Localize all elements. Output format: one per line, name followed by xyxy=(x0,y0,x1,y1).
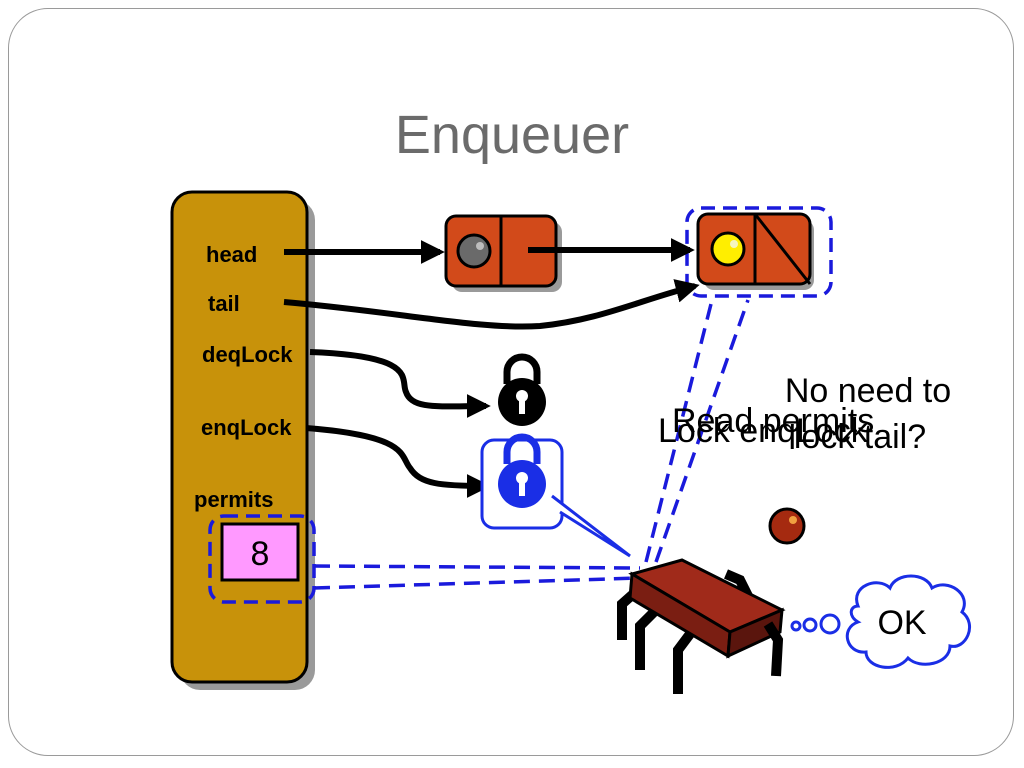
deqlock-pointer xyxy=(309,349,491,419)
callout-no-need-line2: lock tail? xyxy=(794,418,926,456)
field-head: head xyxy=(206,242,257,267)
sight-lines xyxy=(313,299,750,590)
ball-icon xyxy=(768,507,806,545)
enqlock-padlock-icon xyxy=(480,433,631,558)
tail-pointer xyxy=(283,279,700,330)
enqlock-pointer xyxy=(305,425,491,498)
callout-no-need-line1: No need to xyxy=(785,372,951,410)
field-deqlock: deqLock xyxy=(202,342,293,367)
callout-lock-enqlock: Lock enqLock xyxy=(658,412,869,450)
callout-read-permits: Read permits xyxy=(672,402,874,440)
permits-value: 8 xyxy=(251,535,270,573)
field-permits: permits xyxy=(194,487,273,512)
thought-bubble: OK xyxy=(790,574,972,669)
slide-title: Enqueuer xyxy=(394,105,630,165)
thread-bug-icon xyxy=(617,558,786,694)
node-last xyxy=(685,206,833,298)
node-first xyxy=(444,214,562,292)
field-enqlock: enqLock xyxy=(201,415,292,440)
permits-box: 8 xyxy=(208,514,316,604)
deqlock-padlock-icon xyxy=(498,353,546,426)
field-tail: tail xyxy=(208,291,240,316)
thought-ok-text: OK xyxy=(877,604,926,642)
